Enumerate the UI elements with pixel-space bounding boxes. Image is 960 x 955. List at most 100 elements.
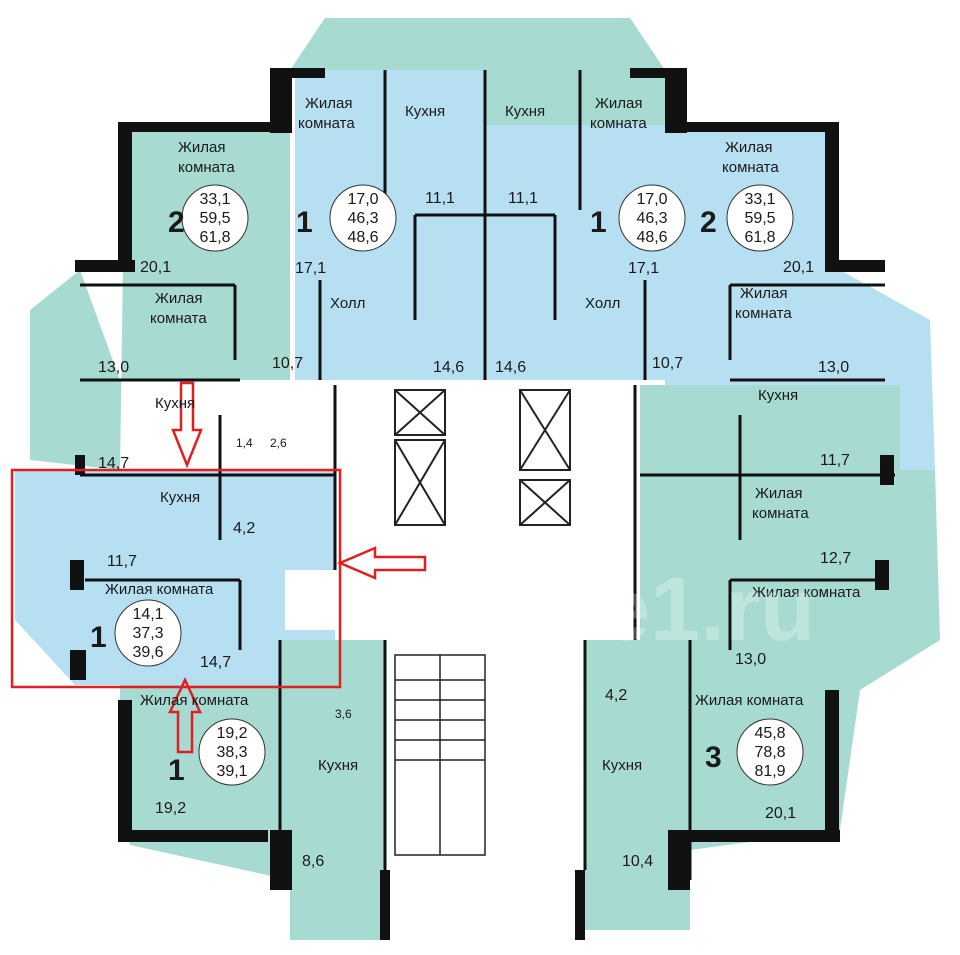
svg-text:17,1: 17,1 [295, 260, 326, 277]
svg-text:1: 1 [168, 754, 185, 787]
arrow-left [336, 546, 427, 580]
svg-text:Кухня: Кухня [602, 757, 642, 774]
svg-text:Кухня: Кухня [758, 387, 798, 404]
watermark: e1.ru [600, 560, 815, 660]
svg-text:Жилая комната: Жилая комната [695, 692, 804, 709]
apt-a1: 33,1 59,5 61,8 [181, 184, 249, 252]
svg-text:20,1: 20,1 [783, 259, 814, 276]
svg-text:Жилая: Жилая [305, 95, 352, 112]
svg-text:Жилая: Жилая [740, 285, 787, 302]
svg-text:48,6: 48,6 [636, 229, 667, 246]
svg-text:11,7: 11,7 [820, 452, 850, 469]
arrow-up [168, 677, 202, 754]
svg-text:10,7: 10,7 [272, 355, 303, 372]
svg-text:12,7: 12,7 [820, 550, 851, 567]
highlight-frame [10, 468, 342, 689]
apartment-markers: 33,1 59,5 61,8 17,0 46,3 48,6 17,0 46,3 … [114, 184, 804, 786]
svg-text:13,0: 13,0 [735, 651, 766, 668]
svg-text:8,6: 8,6 [302, 853, 324, 870]
arrow-down [171, 381, 203, 469]
svg-text:4,2: 4,2 [605, 687, 627, 704]
svg-text:Жилая: Жилая [155, 290, 202, 307]
svg-text:комната: комната [150, 310, 207, 327]
svg-text:46,3: 46,3 [636, 210, 667, 227]
svg-text:17,0: 17,0 [636, 191, 667, 208]
svg-text:Кухня: Кухня [155, 395, 195, 412]
svg-text:78,8: 78,8 [754, 744, 785, 761]
apt-a2: 17,0 46,3 48,6 [329, 184, 397, 252]
apt-a4: 33,1 59,5 61,8 [726, 184, 794, 252]
svg-text:1: 1 [590, 206, 607, 239]
svg-text:46,3: 46,3 [347, 210, 378, 227]
svg-text:14,7: 14,7 [200, 654, 231, 671]
svg-text:Холл: Холл [330, 295, 365, 312]
svg-text:17,0: 17,0 [347, 191, 378, 208]
svg-text:33,1: 33,1 [199, 191, 230, 208]
apt-a7: 45,8 78,8 81,9 [736, 718, 804, 786]
svg-text:19,2: 19,2 [155, 800, 186, 817]
svg-text:37,3: 37,3 [132, 625, 163, 642]
svg-text:комната: комната [735, 305, 792, 322]
apt-a3: 17,0 46,3 48,6 [618, 184, 686, 252]
svg-text:комната: комната [298, 115, 355, 132]
svg-text:2,6: 2,6 [270, 436, 287, 450]
svg-text:1,4: 1,4 [236, 436, 253, 450]
svg-text:Жилая комната: Жилая комната [140, 692, 249, 709]
svg-text:59,5: 59,5 [199, 210, 230, 227]
svg-text:Жилая: Жилая [755, 485, 802, 502]
svg-text:1: 1 [296, 206, 313, 239]
svg-text:Кухня: Кухня [405, 103, 445, 120]
svg-text:Кухня: Кухня [318, 757, 358, 774]
svg-text:20,1: 20,1 [140, 259, 171, 276]
area-numbers: 20,1 13,0 14,7 17,1 11,1 11,1 10,7 14,6 … [98, 190, 851, 870]
apt-a6: 19,2 38,3 39,1 [198, 718, 266, 786]
svg-text:61,8: 61,8 [199, 229, 230, 246]
svg-text:Жилая комната: Жилая комната [105, 581, 214, 598]
svg-text:Кухня: Кухня [160, 489, 200, 506]
staircase [394, 654, 486, 856]
svg-text:10,7: 10,7 [652, 355, 683, 372]
svg-text:13,0: 13,0 [818, 359, 849, 376]
interior-walls [80, 70, 895, 880]
room-labels: Жилая комната Жилая комната Кухня Кухня … [105, 95, 861, 774]
floor-fill [15, 18, 940, 940]
svg-text:19,2: 19,2 [216, 725, 247, 742]
svg-text:2: 2 [700, 206, 717, 239]
svg-text:14,1: 14,1 [132, 606, 163, 623]
svg-text:1: 1 [90, 621, 107, 654]
svg-text:11,7: 11,7 [107, 553, 137, 570]
svg-text:61,8: 61,8 [744, 229, 775, 246]
svg-text:комната: комната [590, 115, 647, 132]
svg-text:Жилая: Жилая [595, 95, 642, 112]
svg-text:14,6: 14,6 [495, 359, 526, 376]
svg-text:Жилая: Жилая [725, 139, 772, 156]
svg-text:45,8: 45,8 [754, 725, 785, 742]
svg-text:39,1: 39,1 [216, 763, 247, 780]
svg-text:20,1: 20,1 [765, 805, 796, 822]
svg-text:Холл: Холл [585, 295, 620, 312]
svg-text:38,3: 38,3 [216, 744, 247, 761]
svg-text:33,1: 33,1 [744, 191, 775, 208]
svg-text:комната: комната [178, 159, 235, 176]
svg-text:11,1: 11,1 [508, 190, 538, 207]
svg-text:Жилая: Жилая [178, 139, 225, 156]
svg-text:14,7: 14,7 [98, 455, 129, 472]
svg-text:комната: комната [722, 159, 779, 176]
svg-text:13,0: 13,0 [98, 359, 129, 376]
svg-text:39,6: 39,6 [132, 644, 163, 661]
room-counts: 2 1 1 2 1 1 3 [90, 206, 722, 787]
elevators [394, 389, 571, 526]
svg-text:2: 2 [168, 206, 185, 239]
svg-text:комната: комната [752, 505, 809, 522]
svg-text:81,9: 81,9 [754, 763, 785, 780]
svg-text:Кухня: Кухня [505, 103, 545, 120]
svg-text:10,4: 10,4 [622, 853, 653, 870]
svg-text:11,1: 11,1 [425, 190, 455, 207]
svg-text:48,6: 48,6 [347, 229, 378, 246]
svg-text:3,6: 3,6 [335, 707, 352, 721]
svg-text:59,5: 59,5 [744, 210, 775, 227]
svg-text:3: 3 [705, 741, 722, 774]
svg-text:4,2: 4,2 [233, 520, 255, 537]
apt-a5: 14,1 37,3 39,6 [114, 599, 182, 667]
